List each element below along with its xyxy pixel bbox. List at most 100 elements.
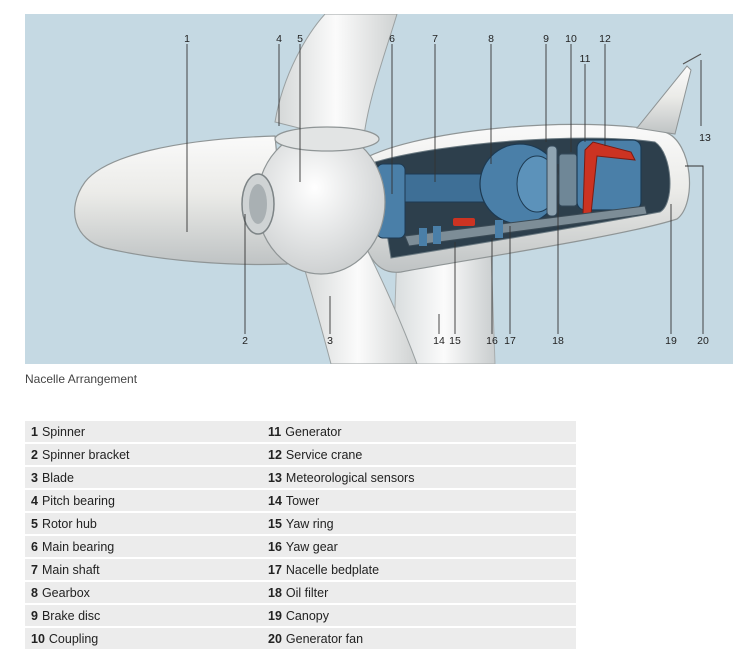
- part-name: Main bearing: [41, 539, 115, 554]
- part-name: Spinner: [41, 424, 86, 439]
- callout-4: 4: [276, 33, 282, 45]
- blade-upper-shape: [274, 14, 398, 145]
- part-name: Rotor hub: [41, 516, 97, 531]
- callout-10: 10: [565, 33, 577, 45]
- rotor-hub-shape: [256, 129, 386, 275]
- part-name: Nacelle bedplate: [285, 562, 380, 577]
- part-number: 5: [31, 516, 38, 531]
- callout-16: 16: [486, 335, 498, 347]
- callout-17: 17: [504, 335, 516, 347]
- part-name: Generator fan: [285, 631, 364, 646]
- brake-disc-shape: [546, 145, 558, 217]
- part-number: 11: [268, 424, 282, 439]
- callout-2: 2: [242, 335, 248, 347]
- callout-6: 6: [389, 33, 395, 45]
- callout-5: 5: [297, 33, 303, 45]
- part-number: 12: [268, 447, 282, 462]
- part-number: 13: [268, 470, 282, 485]
- part-name: Coupling: [48, 631, 99, 646]
- callout-19: 19: [665, 335, 677, 347]
- part-name: Blade: [41, 470, 74, 485]
- yaw-gear-shape-b: [433, 226, 441, 244]
- part-name: Meteorological sensors: [285, 470, 415, 485]
- part-number: 2: [31, 447, 38, 462]
- spinner-bracket-inner-shape: [249, 184, 267, 224]
- nacelle-cutaway-diagram: 1 2 3 4 5 6 7 8 9 10 11 12 13 14 15 16 1…: [25, 14, 733, 364]
- sensor-fin-shape: [636, 65, 692, 135]
- callout-20: 20: [697, 335, 709, 347]
- part-number: 19: [268, 608, 282, 623]
- callout-8: 8: [488, 33, 494, 45]
- callout-13: 13: [699, 132, 711, 144]
- part-number: 3: [31, 470, 38, 485]
- part-name: Yaw ring: [285, 516, 334, 531]
- oil-filter-shape: [453, 218, 475, 226]
- part-name: Gearbox: [41, 585, 90, 600]
- callout-11: 11: [580, 53, 591, 65]
- figure-caption: Nacelle Arrangement: [25, 372, 138, 386]
- part-name: Yaw gear: [285, 539, 338, 554]
- part-name: Oil filter: [285, 585, 329, 600]
- callout-12: 12: [599, 33, 611, 45]
- part-number: 18: [268, 585, 282, 600]
- part-number: 20: [268, 631, 282, 646]
- part-number: 16: [268, 539, 282, 554]
- part-number: 14: [268, 493, 282, 508]
- part-number: 15: [268, 516, 282, 531]
- callout-7: 7: [432, 33, 438, 45]
- part-name: Canopy: [285, 608, 329, 623]
- part-name: Pitch bearing: [41, 493, 115, 508]
- part-name: Spinner bracket: [41, 447, 130, 462]
- part-number: 1: [31, 424, 38, 439]
- sensor-mast-shape: [682, 53, 702, 65]
- part-number: 17: [268, 562, 282, 577]
- yaw-gear-shape-a: [419, 228, 427, 246]
- leader-lines: [186, 44, 704, 334]
- callout-14: 14: [433, 335, 445, 347]
- nacelle-bedplate-shape: [404, 205, 648, 247]
- callout-18: 18: [552, 335, 564, 347]
- callout-9: 9: [543, 33, 549, 45]
- part-number: 9: [31, 608, 38, 623]
- pitch-bearing-shape: [274, 126, 380, 152]
- callout-15: 15: [449, 335, 461, 347]
- part-number: 8: [31, 585, 38, 600]
- part-number: 6: [31, 539, 38, 554]
- spinner-shape: [74, 135, 288, 266]
- part-name: Brake disc: [41, 608, 101, 623]
- part-number: 4: [31, 493, 38, 508]
- yaw-gear-shape-c: [495, 220, 503, 238]
- callout-3: 3: [327, 335, 333, 347]
- part-number: 10: [31, 631, 45, 646]
